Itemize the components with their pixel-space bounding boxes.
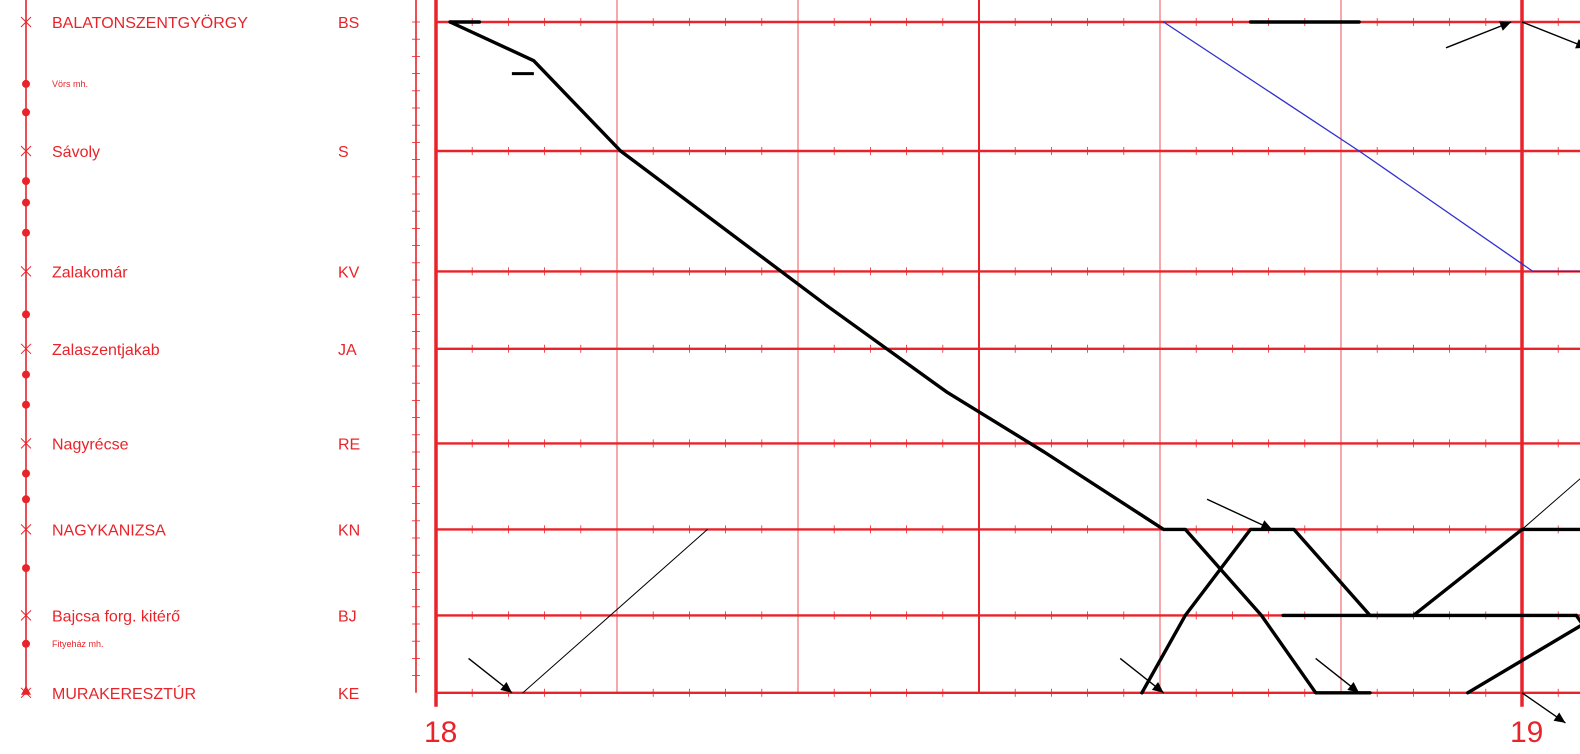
station-name: BALATONSZENTGYÖRGY <box>52 14 248 32</box>
arrow-icon <box>1575 39 1580 49</box>
station-list: BALATONSZENTGYÖRGY BS Sávoly S Zalakomár KV Za… <box>20 0 360 703</box>
hour-label: 19 <box>1510 716 1543 749</box>
station-code: KN <box>338 522 360 539</box>
hour-label: 18 <box>424 716 457 749</box>
axis-dot <box>22 198 30 207</box>
station-code: KE <box>338 686 359 703</box>
axis-dot <box>22 564 30 573</box>
station-code: KV <box>338 264 360 281</box>
train-path-fast <box>448 20 1372 695</box>
station-name: MURAKERESZTÚR <box>52 684 196 703</box>
train-path-regional <box>522 528 708 694</box>
station-code: RE <box>338 436 360 453</box>
time-grid <box>412 0 1580 707</box>
station-marker <box>20 438 32 449</box>
station-marker <box>20 266 32 277</box>
axis-dot <box>22 177 30 186</box>
station-marker <box>20 16 32 28</box>
station-name: Nagyrécse <box>52 436 129 453</box>
station-code: S <box>338 144 349 161</box>
sub-station-label: Vörs mh. <box>52 79 88 89</box>
arrow-icon <box>1445 21 1512 49</box>
arrow-icon <box>1206 498 1273 531</box>
arrow-icon <box>1151 682 1164 693</box>
train-path-freight <box>1162 21 1580 273</box>
train-path-regional <box>1521 478 1580 530</box>
axis-dot <box>22 228 30 237</box>
arrow-icon <box>1553 712 1566 723</box>
arrow-icon <box>500 682 513 693</box>
axis-dot <box>22 310 30 319</box>
station-marker <box>20 343 32 355</box>
station-marker <box>20 524 32 535</box>
station-name: NAGYKANIZSA <box>52 522 166 539</box>
station-marker <box>20 145 32 157</box>
arrow-icon <box>1499 21 1512 31</box>
arrow-icon <box>1347 682 1360 693</box>
train-paths <box>448 20 1580 724</box>
axis-dot <box>22 108 30 117</box>
station-name: Zalaszentjakab <box>52 342 160 359</box>
axis-dot <box>22 370 30 379</box>
arrow-icon <box>1260 520 1273 530</box>
station-name: Bajcsa forg. kitérő <box>52 608 180 625</box>
sub-station-label: Fityeház mh. <box>52 639 104 649</box>
axis-dot <box>22 400 30 409</box>
station-code: BS <box>338 15 359 32</box>
station-code: BJ <box>338 608 357 625</box>
station-marker <box>20 610 32 621</box>
hour-labels: 181920 <box>424 716 1543 749</box>
station-code: JA <box>338 342 357 359</box>
axis-dot <box>22 79 30 88</box>
axis-dot <box>22 639 30 648</box>
station-name: Zalakomár <box>52 264 128 281</box>
arrow-icon <box>1521 21 1580 46</box>
train-path-fast <box>1140 527 1580 695</box>
train-path-fast <box>1466 624 1580 695</box>
axis-dot <box>22 469 30 478</box>
station-name: Sávoly <box>52 144 100 161</box>
axis-end-triangle <box>21 685 31 695</box>
axis-dot <box>22 495 30 504</box>
